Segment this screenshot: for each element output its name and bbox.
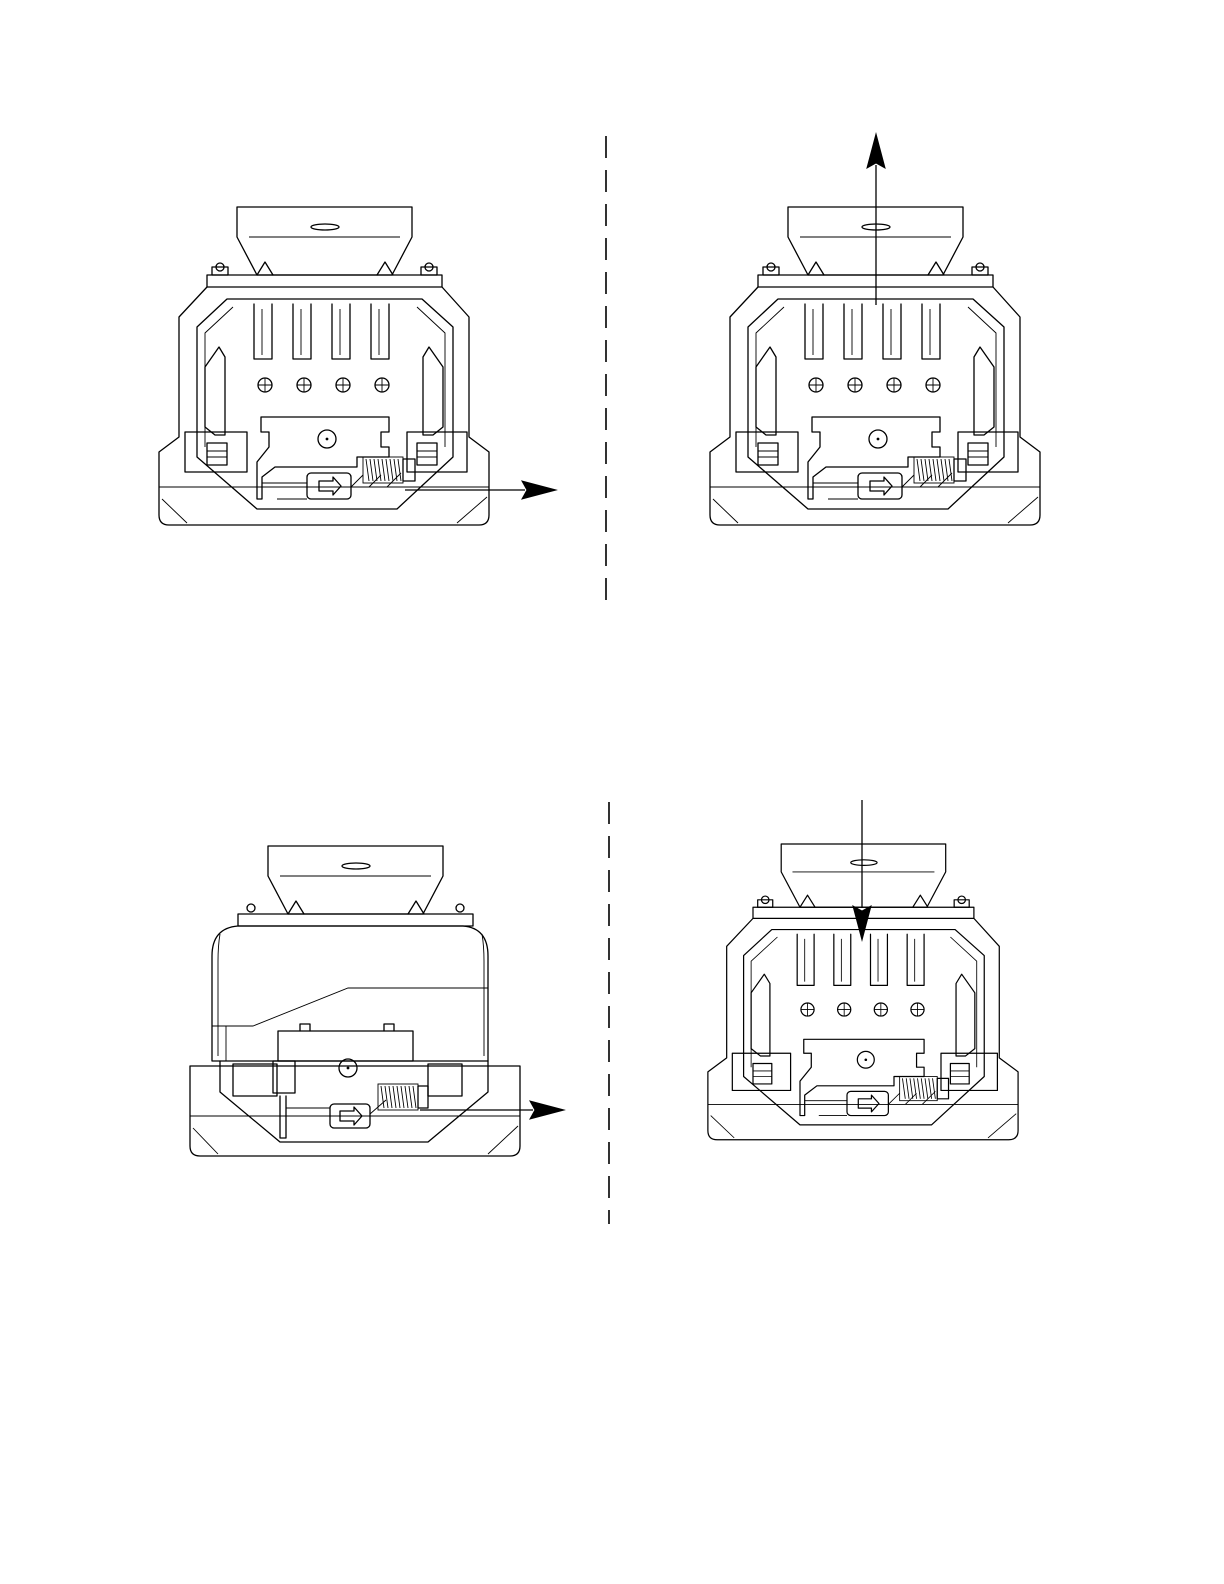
arrow-up-icon xyxy=(867,134,885,305)
connector-top-left xyxy=(159,207,489,525)
connector-top-right xyxy=(710,207,1040,525)
connector-bottom-right xyxy=(708,844,1018,1140)
arrow-right-icon xyxy=(405,481,556,499)
